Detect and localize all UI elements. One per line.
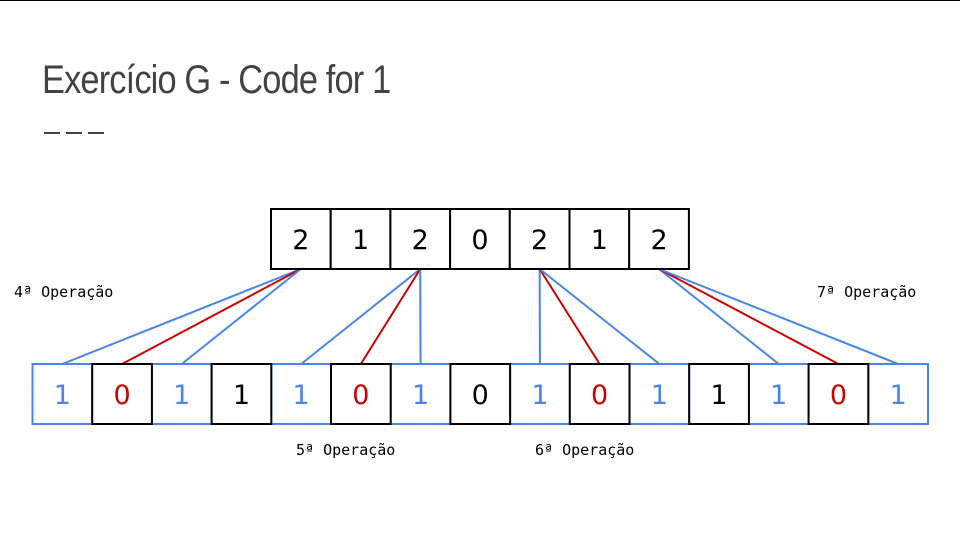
top-cell-box <box>628 208 690 270</box>
bottom-cell-box <box>747 363 810 425</box>
bottom-cell-box <box>807 363 870 425</box>
bottom-cell-value: 1 <box>651 380 668 411</box>
bottom-cell-value: 1 <box>54 380 71 411</box>
dash <box>88 132 104 134</box>
bottom-cell-value: 0 <box>591 380 608 411</box>
top-cell-value: 1 <box>591 225 608 256</box>
top-border-line <box>0 0 960 1</box>
top-cell-value: 2 <box>292 225 309 256</box>
top-cell-value: 2 <box>412 225 429 256</box>
connection-line-0-0 <box>61 268 302 365</box>
bottom-cell-box <box>568 363 631 425</box>
top-cell-value: 0 <box>471 225 488 256</box>
dash <box>66 132 82 134</box>
bottom-cell-value: 0 <box>830 380 847 411</box>
label-5th-operation: 5ª Operação <box>296 441 396 459</box>
top-cell-box <box>508 208 571 270</box>
dash <box>44 132 60 134</box>
bottom-cell-box <box>449 363 512 425</box>
connection-line-6-14 <box>658 268 899 365</box>
bottom-cell-value: 1 <box>173 380 190 411</box>
bottom-row-cells: 1 1 1 1 1 1 1 1 0 1 0 0 0 1 0 <box>31 363 929 425</box>
bottom-cell-value: 1 <box>710 380 727 411</box>
connection-line-2-4 <box>300 268 421 365</box>
top-cell-value: 2 <box>531 225 548 256</box>
title-underline-dashes <box>44 130 106 136</box>
bottom-cell-value: 0 <box>352 380 369 411</box>
top-cell-box <box>449 208 511 270</box>
top-cell-box <box>568 208 631 270</box>
bottom-cell-box <box>91 363 153 425</box>
connection-line-0-2 <box>181 268 302 365</box>
bottom-cell-box <box>867 363 929 425</box>
slide-title: Exercício G - Code for 1 <box>42 58 391 102</box>
label-4th-operation: 4ª Operação <box>14 283 114 301</box>
top-cell-value: 2 <box>650 225 667 256</box>
connection-line-6-13 <box>658 268 839 365</box>
connection-lines <box>61 268 899 365</box>
bottom-cell-box <box>628 363 691 425</box>
bottom-cell-box <box>688 363 750 425</box>
label-7th-operation: 7ª Operação <box>817 283 917 301</box>
top-cell-box <box>270 208 332 270</box>
connection-line-6-12 <box>658 268 780 365</box>
connection-line-0-1 <box>121 268 302 365</box>
connection-line-2-5 <box>360 268 422 365</box>
bottom-cell-box <box>210 363 273 425</box>
bottom-cell-box <box>509 363 571 425</box>
bottom-cell-value: 1 <box>890 380 907 411</box>
bottom-cell-value: 1 <box>412 380 429 411</box>
top-row-cells: 2 1 2 0 2 1 2 <box>270 208 690 270</box>
bottom-cell-value: 1 <box>233 380 250 411</box>
bottom-cell-value: 0 <box>472 380 489 411</box>
label-6th-operation: 6ª Operação <box>535 441 635 459</box>
connection-line-4-10 <box>539 268 660 365</box>
bottom-cell-value: 1 <box>531 380 548 411</box>
connection-line-4-9 <box>538 268 601 365</box>
bottom-cell-box <box>330 363 392 425</box>
bottom-cell-value: 1 <box>293 380 310 411</box>
top-cell-value: 1 <box>352 225 369 256</box>
bottom-cell-value: 0 <box>113 380 130 411</box>
bottom-cell-value: 1 <box>770 380 787 411</box>
